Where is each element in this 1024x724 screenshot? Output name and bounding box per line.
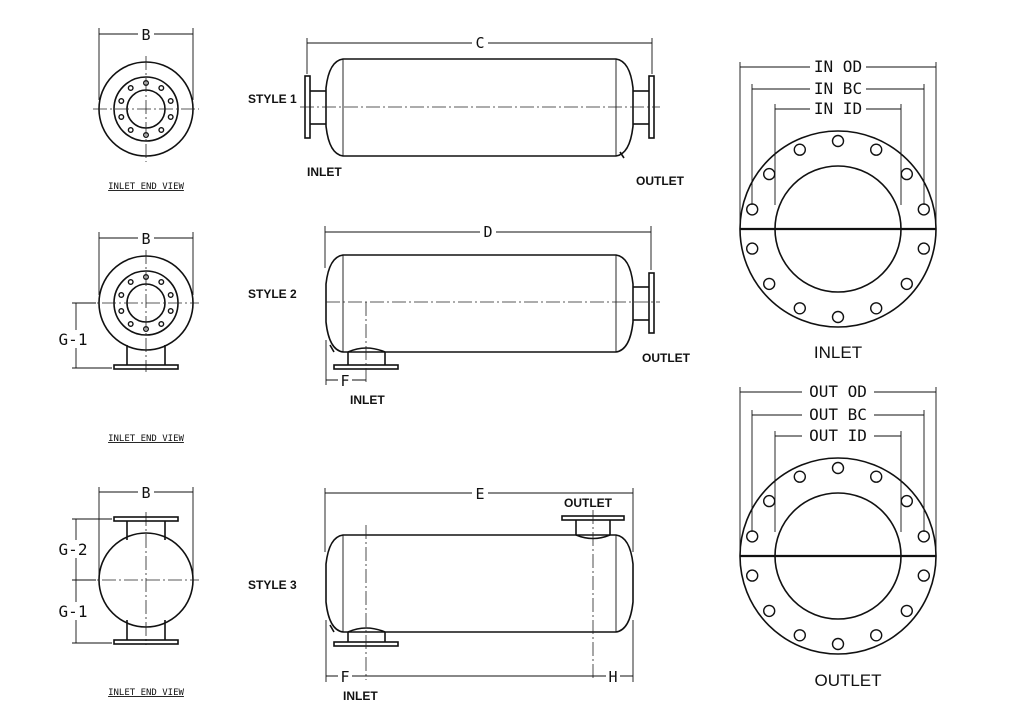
outlet-bc-label: OUT BC <box>809 405 867 424</box>
end-view-caption: INLET END VIEW <box>108 688 184 698</box>
outlet-id-label: OUT ID <box>809 426 867 445</box>
bolt-hole <box>900 604 913 618</box>
bolt-hole <box>118 97 125 104</box>
outlet-label: OUTLET <box>642 351 691 365</box>
inlet-od-label: IN OD <box>814 57 862 76</box>
dim-b-label: B <box>141 484 150 502</box>
bolt-hole <box>167 113 174 120</box>
bolt-hole <box>900 494 913 508</box>
bolt-hole <box>917 530 930 543</box>
bolt-hole <box>900 277 913 291</box>
side-view-style-2: STYLE 2 D F INLET OUTLET <box>248 223 691 407</box>
bolt-hole <box>167 308 174 315</box>
bolt-hole <box>793 470 806 483</box>
bolt-hole <box>831 637 845 651</box>
dim-g2-label: G-2 <box>59 540 88 559</box>
bolt-hole <box>793 302 806 315</box>
end-view-style-3: B G-2 G-1 INLET END VIEW <box>55 484 199 698</box>
dim-d-label: D <box>483 223 492 241</box>
bolt-hole <box>870 143 883 156</box>
bolt-hole <box>831 134 845 148</box>
dim-b-label: B <box>141 26 150 44</box>
bolt-hole <box>831 461 845 475</box>
bolt-hole <box>870 629 883 642</box>
outlet-flange-detail: OUT OD OUT BC OUT ID OUTLET <box>739 381 937 690</box>
bolt-hole <box>793 629 806 642</box>
inlet-flange-caption: INLET <box>814 343 862 362</box>
inlet-id-label: IN ID <box>814 99 862 118</box>
dim-f-label: F <box>340 372 349 390</box>
inlet-label: INLET <box>343 689 378 703</box>
bolt-hole <box>158 126 165 133</box>
style-2-label: STYLE 2 <box>248 287 297 301</box>
bolt-hole <box>917 242 930 255</box>
bolt-hole-ring <box>746 134 930 324</box>
end-view-caption: INLET END VIEW <box>108 434 184 444</box>
bolt-hole <box>793 143 806 156</box>
bolt-hole <box>127 279 134 286</box>
inlet-flange-detail: IN OD IN BC IN ID INLET <box>739 56 937 362</box>
inlet-bc-label: IN BC <box>814 79 862 98</box>
outlet-od-label: OUT OD <box>809 382 867 401</box>
outlet-label: OUTLET <box>564 496 613 510</box>
bolt-hole <box>158 84 165 91</box>
end-view-caption: INLET END VIEW <box>108 182 184 192</box>
bolt-hole <box>167 292 174 299</box>
bolt-hole <box>746 530 759 543</box>
bolt-hole <box>158 279 165 286</box>
side-view-style-1: STYLE 1 C INLET OUTLET <box>248 34 685 188</box>
inlet-label: INLET <box>350 393 385 407</box>
inlet-label: INLET <box>307 165 342 179</box>
outlet-flange-caption: OUTLET <box>814 671 881 690</box>
bolt-hole <box>917 569 930 582</box>
dim-g1-label: G-1 <box>59 602 88 621</box>
bolt-hole <box>127 84 134 91</box>
bolt-hole <box>763 277 776 291</box>
dim-f-label: F <box>340 668 349 686</box>
bolt-hole <box>763 167 776 181</box>
bolt-hole <box>831 310 845 324</box>
bolt-hole <box>118 308 125 315</box>
dim-e-label: E <box>475 485 484 503</box>
dim-c-label: C <box>475 34 484 52</box>
bolt-hole <box>917 203 930 216</box>
bolt-hole <box>127 126 134 133</box>
style-3-label: STYLE 3 <box>248 578 297 592</box>
bolt-hole <box>118 113 125 120</box>
end-view-style-1: B INLET END VIEW <box>93 26 199 192</box>
style-1-label: STYLE 1 <box>248 92 297 106</box>
bolt-hole <box>118 292 125 299</box>
end-view-style-2: B G-1 INLET END VIEW <box>55 230 199 444</box>
bolt-hole <box>746 569 759 582</box>
dim-g1-label: G-1 <box>59 330 88 349</box>
outlet-label: OUTLET <box>636 174 685 188</box>
bolt-hole <box>870 470 883 483</box>
dim-b-label: B <box>141 230 150 248</box>
bolt-hole <box>763 494 776 508</box>
bolt-hole <box>158 321 165 328</box>
bolt-hole <box>167 97 174 104</box>
bolt-hole <box>746 242 759 255</box>
bolt-hole <box>763 604 776 618</box>
dim-h-label: H <box>608 668 617 686</box>
bolt-hole <box>746 203 759 216</box>
bolt-hole <box>900 167 913 181</box>
bolt-hole <box>870 302 883 315</box>
bolt-hole <box>127 321 134 328</box>
side-view-style-3: STYLE 3 E F H INLET OUTLET <box>248 485 634 703</box>
